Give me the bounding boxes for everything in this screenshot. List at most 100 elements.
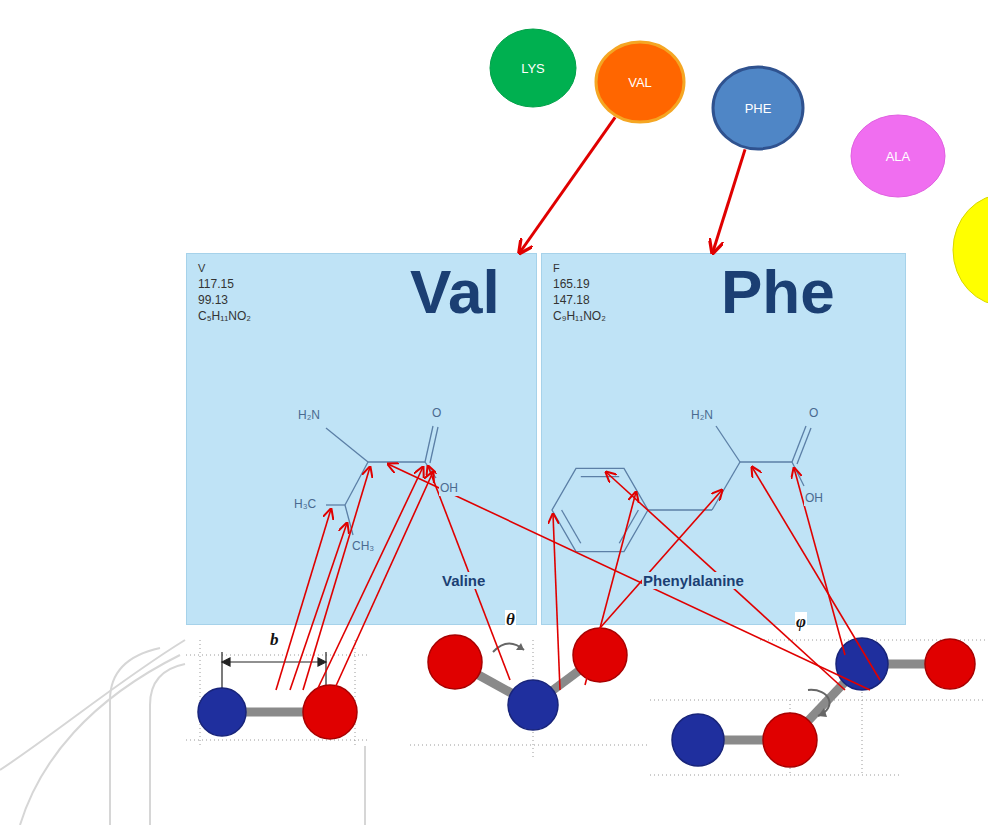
leader-arrow — [276, 509, 331, 690]
symbol-label: θ — [505, 610, 516, 630]
residue-circle: ALA — [850, 114, 946, 198]
bond-length-panel — [222, 658, 230, 666]
valine-structure — [430, 427, 438, 463]
valine-structure — [345, 505, 353, 535]
bond-angle-figure — [573, 628, 627, 682]
leader-arrow — [752, 467, 880, 680]
node-text: 147.18 — [552, 294, 591, 308]
node-text: PHE — [745, 101, 772, 116]
dihedral-figure — [925, 639, 975, 689]
bond-length-panel — [325, 652, 326, 690]
bond-length-panel — [186, 655, 370, 656]
leader-arrow — [606, 472, 845, 690]
node-text: 165.19 — [552, 278, 591, 292]
bond-angle-figure — [410, 745, 650, 746]
phenylalanine-structure — [792, 462, 804, 486]
valine-structure — [326, 504, 345, 505]
decor-curve — [150, 664, 185, 825]
residue-circle — [953, 194, 988, 306]
leader-arrow — [553, 514, 560, 690]
leader-arrow — [428, 466, 510, 680]
node-text: O — [431, 407, 442, 421]
dihedral-figure — [650, 638, 985, 775]
dihedral-figure — [650, 640, 985, 775]
circle-shape — [851, 115, 945, 197]
bond-length-panel — [186, 628, 370, 746]
connector-arrow — [713, 149, 745, 253]
leader-arrow — [290, 523, 347, 690]
dihedral-figure — [818, 708, 827, 717]
node-text: CH₃ — [351, 540, 375, 554]
amino-acid-card: V117.1599.13C₅H₁₁NO₂ValH₂NOH₃COHCH₃Valin… — [186, 253, 537, 625]
node-text: H₂N — [690, 409, 714, 423]
phenylalanine-structure — [716, 426, 740, 462]
node-text: O — [808, 407, 819, 421]
symbol-label: φ — [795, 612, 807, 632]
leader-arrow — [276, 464, 880, 690]
valine-structure — [326, 426, 438, 535]
bond-angle-figure — [428, 635, 482, 689]
node-text: 99.13 — [197, 294, 229, 308]
decor-curve — [0, 640, 185, 770]
bond-length-panel — [186, 640, 370, 745]
bond-angle-figure — [493, 643, 524, 652]
leader-arrow — [794, 468, 845, 655]
bond-length-panel — [222, 652, 326, 690]
dihedral-figure — [650, 700, 985, 701]
bond-angle-figure — [516, 643, 524, 650]
bond-angle-figure — [508, 680, 558, 730]
node-text: C₅H₁₁NO₂ — [197, 310, 252, 324]
bond-length-panel — [186, 628, 370, 746]
node-text: ALA — [886, 149, 911, 164]
phenylalanine-structure — [581, 476, 619, 477]
dihedral-figure — [650, 775, 900, 776]
valine-structure — [326, 428, 368, 462]
node-text: F — [552, 262, 561, 275]
node-text: VAL — [628, 75, 652, 90]
node-text: 117.15 — [197, 278, 235, 292]
node-text: OH — [804, 492, 824, 506]
connector-layer — [519, 117, 745, 253]
circle-shape — [713, 67, 803, 149]
phenylalanine-structure — [797, 428, 811, 464]
leader-arrow — [335, 472, 433, 688]
valine-structure — [425, 426, 433, 462]
dihedral-figure — [672, 714, 724, 766]
bond-angle-figure — [410, 628, 650, 760]
amino-acid-card: F165.19147.18C₉H₁₁NO₂PheH₂NOOHPhenylalan… — [541, 253, 906, 625]
phenylalanine-structure — [712, 462, 740, 510]
leader-arrow — [585, 492, 636, 685]
node-text: Valine — [441, 572, 486, 589]
node-text: Val — [409, 256, 501, 327]
bond-length-panel — [198, 688, 246, 736]
residue-circle: PHE — [711, 65, 805, 151]
node-text: LYS — [521, 61, 545, 76]
dihedral-figure — [836, 638, 888, 690]
phenylalanine-structure — [552, 426, 811, 552]
circle-shape — [596, 42, 684, 122]
decor-curve — [110, 648, 160, 825]
valine-structure — [345, 462, 368, 505]
node-text: H₂N — [297, 409, 321, 423]
phenylalanine-structure — [648, 509, 712, 510]
residue-circle: VAL — [594, 40, 686, 124]
dihedral-figure — [763, 713, 817, 767]
leader-arrow — [388, 464, 870, 690]
residue-circle: LYS — [489, 28, 577, 108]
leader-arrow — [303, 467, 370, 690]
phenylalanine-structure — [552, 468, 648, 551]
circle-shape — [490, 29, 576, 107]
valine-structure — [368, 461, 425, 462]
node-text: V — [197, 262, 206, 275]
residue-circle — [953, 194, 988, 306]
bond-length-panel — [226, 661, 322, 662]
bond-length-panel — [318, 658, 326, 666]
node-text: Phenylalanine — [642, 572, 745, 589]
phenylalanine-structure — [562, 510, 581, 543]
node-text: OH — [439, 482, 459, 496]
bond-length-panel — [355, 640, 356, 745]
node-text: C₉H₁₁NO₂ — [552, 310, 607, 324]
bond-length-panel — [303, 685, 357, 739]
symbol-label: b — [269, 630, 280, 650]
